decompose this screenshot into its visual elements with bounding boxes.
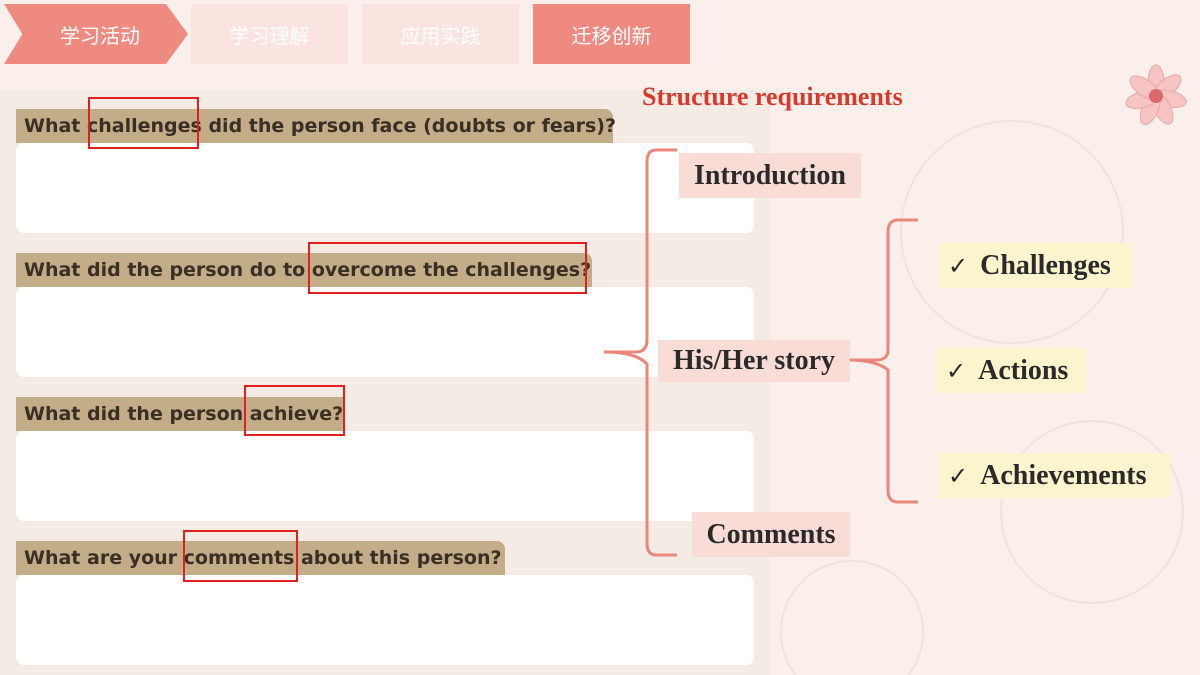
tab-learning-activity[interactable]: 学习活动	[4, 4, 188, 64]
section-introduction-label: Introduction	[694, 159, 846, 191]
tab-learning-understanding[interactable]: 学习理解	[191, 4, 348, 64]
background-decoration	[1000, 420, 1184, 604]
answer-box-achieve[interactable]	[16, 431, 754, 521]
section-story-label: His/Her story	[672, 345, 835, 376]
question-overcome: What did the person do to overcome the c…	[16, 253, 592, 287]
answer-box-overcome[interactable]	[16, 287, 754, 377]
check-icon: ✓	[948, 461, 969, 490]
section-comments-label: Comments	[706, 518, 836, 550]
story-part-actions-label: Actions	[978, 354, 1069, 386]
story-part-challenges-label: Challenges	[980, 249, 1111, 281]
tab-application-practice[interactable]: 应用实践	[362, 4, 519, 64]
keyword-highlight-overcome	[308, 242, 587, 294]
background-decoration	[900, 120, 1124, 344]
section-story: His/Her story	[658, 340, 850, 382]
question-achieve: What did the person achieve?	[16, 397, 344, 431]
keyword-highlight-comments	[183, 530, 298, 582]
question-challenges: What challenges did the person face (dou…	[16, 109, 616, 143]
question-comments: What are your comments about this person…	[16, 541, 505, 575]
check-icon: ✓	[946, 356, 967, 385]
flower-icon	[1125, 64, 1187, 126]
story-part-challenges: ✓ Challenges	[938, 243, 1132, 288]
check-icon: ✓	[948, 251, 969, 280]
story-part-actions: ✓ Actions	[936, 348, 1086, 393]
story-part-achievements: ✓ Achievements	[938, 453, 1170, 498]
section-comments: Comments	[692, 512, 850, 557]
tab-transfer-innovation[interactable]: 迁移创新	[533, 4, 690, 64]
keyword-highlight-challenges	[88, 97, 199, 149]
section-introduction: Introduction	[679, 153, 861, 198]
answer-box-challenges[interactable]	[16, 143, 754, 233]
answer-box-comments[interactable]	[16, 575, 754, 665]
structure-title: Structure requirements	[642, 82, 903, 111]
background-decoration	[780, 560, 924, 675]
story-part-achievements-label: Achievements	[980, 459, 1147, 491]
keyword-highlight-achieve	[244, 385, 345, 436]
